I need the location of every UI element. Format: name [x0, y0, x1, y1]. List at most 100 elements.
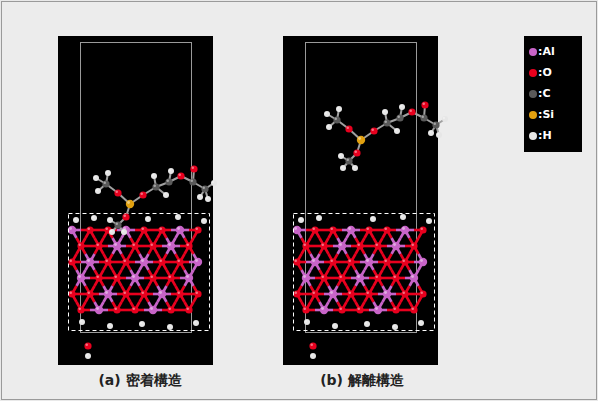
atom-highlight — [114, 275, 117, 278]
atom — [201, 185, 208, 192]
atom-highlight — [212, 181, 214, 183]
atom — [353, 149, 360, 156]
atom-highlight — [401, 215, 403, 217]
atom-highlight — [384, 227, 387, 230]
atom-highlight — [78, 275, 81, 278]
atom — [165, 178, 172, 185]
legend-swatch — [529, 69, 537, 77]
atom — [347, 226, 355, 234]
atom — [365, 258, 373, 266]
atom-highlight — [153, 184, 156, 187]
atom-highlight — [348, 227, 351, 230]
atom-highlight — [177, 291, 180, 294]
atom-highlight — [411, 307, 414, 310]
atom-highlight — [132, 275, 135, 278]
atom — [401, 258, 408, 265]
atom — [113, 274, 120, 281]
atom — [408, 108, 415, 115]
simulation-panel — [283, 36, 448, 365]
atom-highlight — [141, 259, 144, 262]
atom — [176, 226, 184, 234]
atom — [364, 321, 370, 327]
atom — [185, 274, 193, 282]
panel-caption: (b) 解離構造 — [262, 372, 462, 390]
atom-highlight — [411, 243, 414, 246]
atom — [352, 165, 358, 171]
atom — [419, 226, 426, 233]
atom — [347, 290, 354, 297]
legend-label: :H — [538, 129, 552, 142]
atom-highlight — [146, 217, 148, 219]
atom-highlight — [141, 227, 144, 230]
atom-highlight — [78, 243, 81, 246]
atom-highlight — [397, 115, 400, 118]
legend-label: :C — [538, 87, 550, 100]
atom — [140, 258, 148, 266]
atom-highlight — [294, 291, 297, 294]
atom — [95, 306, 103, 314]
atom — [190, 165, 197, 172]
atom — [102, 180, 109, 187]
atom-highlight — [96, 189, 98, 191]
atom — [68, 258, 75, 265]
cell-outline — [81, 43, 192, 333]
atom — [426, 218, 432, 224]
atom — [329, 258, 336, 265]
atom — [309, 342, 316, 349]
atom — [177, 172, 184, 179]
atom-highlight — [346, 158, 349, 161]
atom — [311, 290, 318, 297]
atom — [338, 306, 345, 313]
atom — [185, 242, 192, 249]
atom-highlight — [186, 307, 189, 310]
atom-highlight — [78, 307, 81, 310]
atom — [383, 226, 390, 233]
atom — [122, 226, 130, 234]
atom-highlight — [409, 109, 412, 112]
atom — [152, 183, 159, 190]
atom-highlight — [159, 291, 162, 294]
atom — [95, 242, 102, 249]
atom-highlight — [105, 227, 108, 230]
atom — [109, 229, 115, 235]
atom — [167, 242, 175, 250]
atom-highlight — [195, 259, 198, 262]
atom — [95, 274, 102, 281]
atom-highlight — [186, 275, 189, 278]
atom-highlight — [421, 115, 424, 118]
simulation-panel — [58, 36, 217, 365]
atom-highlight — [395, 129, 397, 131]
atom-highlight — [177, 227, 180, 230]
atom — [396, 114, 403, 121]
bond — [77, 238, 82, 246]
atom — [383, 258, 390, 265]
atom — [86, 290, 93, 297]
atom — [338, 242, 346, 250]
atom-highlight — [327, 125, 329, 127]
atom — [189, 178, 196, 185]
silane-molecule — [324, 101, 448, 171]
atom-highlight — [339, 243, 342, 246]
atom-highlight — [333, 324, 335, 326]
atom — [370, 127, 377, 134]
atom-highlight — [330, 227, 333, 230]
atom — [149, 242, 156, 249]
atom — [107, 323, 113, 329]
legend-row: :H — [524, 125, 582, 146]
atom — [85, 353, 91, 359]
atom — [163, 192, 169, 198]
atom — [131, 306, 138, 313]
atom-highlight — [354, 150, 357, 153]
atom-highlight — [429, 131, 431, 133]
atom — [139, 191, 146, 198]
legend-swatch — [529, 48, 537, 56]
atom-highlight — [194, 321, 196, 323]
atom-highlight — [348, 291, 351, 294]
atom-highlight — [195, 291, 198, 294]
atom — [420, 114, 427, 121]
atom — [302, 306, 309, 313]
atom-highlight — [411, 275, 414, 278]
atom-highlight — [92, 216, 94, 218]
atom — [357, 136, 365, 144]
atom-highlight — [420, 227, 423, 230]
